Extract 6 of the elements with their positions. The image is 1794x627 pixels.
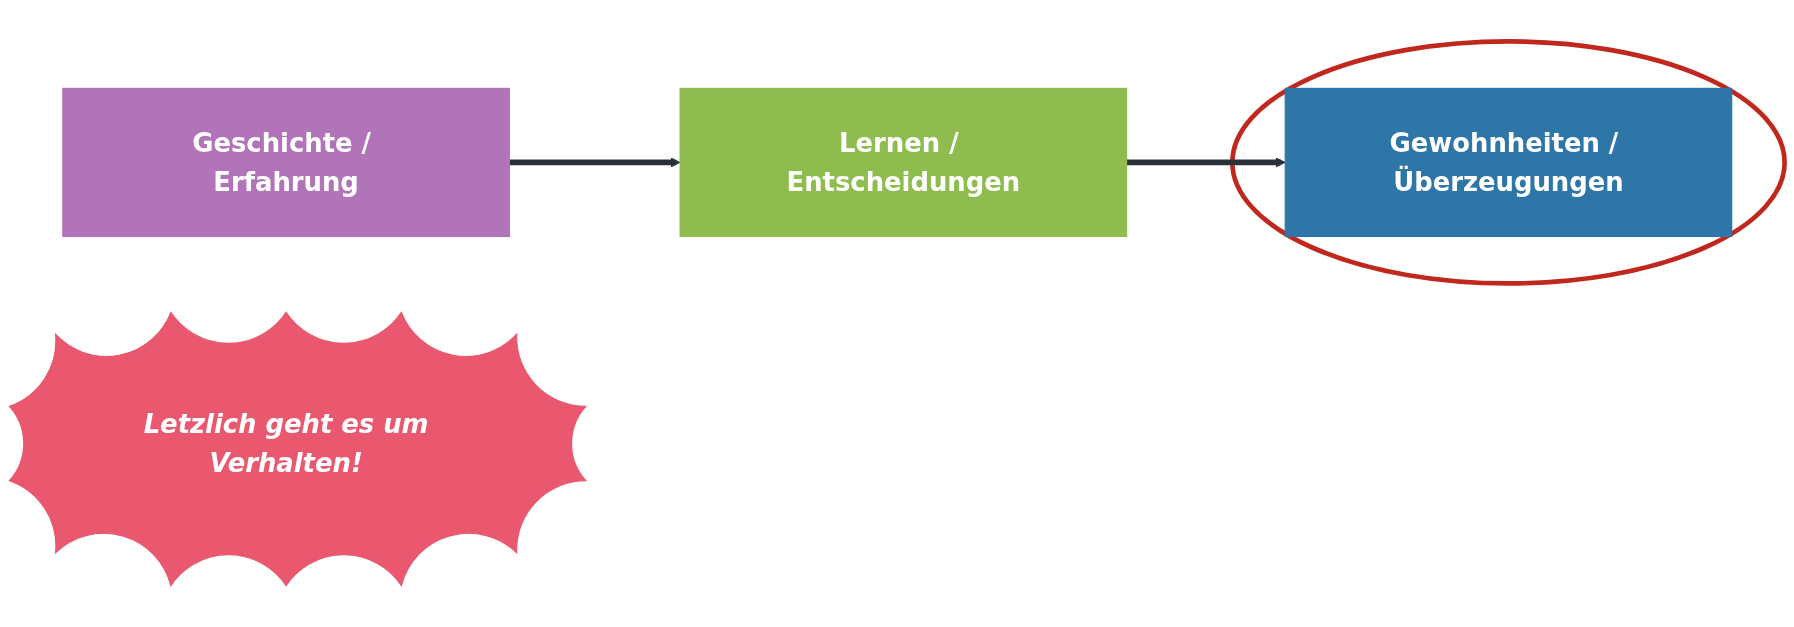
node-box: Gewohnheiten / Überzeugungen <box>1284 87 1733 238</box>
arrow <box>1126 157 1286 168</box>
node-box: Geschichte / Erfahrung <box>62 87 510 238</box>
cluster <box>1230 39 1787 286</box>
node-box: Lernen / Entscheidungen <box>679 87 1128 238</box>
arrow <box>509 157 681 168</box>
